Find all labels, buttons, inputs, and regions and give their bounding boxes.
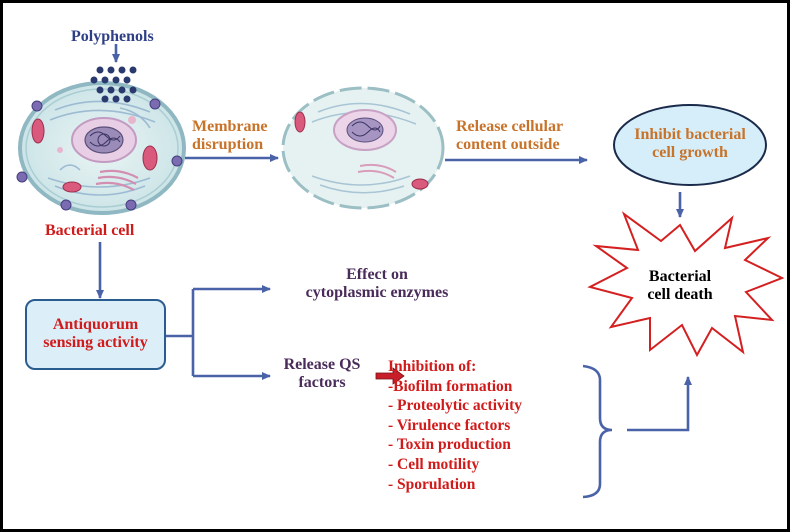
bacterial-death-label: Bacterial cell death (625, 268, 735, 304)
membrane-disruption-label: Membrane disruption (192, 118, 268, 154)
membrane-disruption-line-2: disruption (192, 136, 264, 153)
release-qs-line-1: Release QS (283, 356, 361, 373)
inhibition-title: Inhibition of: (388, 358, 477, 375)
inhibit-growth-node (613, 104, 767, 186)
arrows (96, 44, 692, 499)
polyphenols-label: Polyphenols (71, 28, 154, 45)
cell-death-starburst (587, 211, 785, 358)
antiquorum-line-2: sensing activity (43, 334, 148, 351)
bacterial-cell-disrupted (281, 86, 445, 210)
inhibit-growth-line-1: Inhibit bacterial (634, 126, 746, 143)
inhibition-item: - Proteolytic activity (388, 397, 522, 415)
effect-enzymes-label: Effect on cytoplasmic enzymes (272, 266, 482, 302)
antiquorum-node (25, 299, 166, 370)
release-content-line-2: content outside (456, 136, 560, 153)
inhibition-item: - Sporulation (388, 475, 476, 493)
membrane-disruption-line-1: Membrane (192, 118, 268, 135)
inhibition-item: -Biofilm formation (388, 377, 513, 395)
bacterial-death-line-1: Bacterial (648, 268, 712, 285)
polyphenol-molecules (90, 66, 137, 103)
bacterial-death-line-2: cell death (647, 286, 713, 303)
release-qs-line-2: factors (298, 374, 346, 391)
release-qs-label: Release QS factors (272, 356, 372, 392)
inhibition-item: - Virulence factors (388, 416, 511, 434)
release-content-label: Release cellular content outside (456, 118, 563, 154)
inhibition-item: - Toxin production (388, 436, 511, 454)
inhibit-growth-label: Inhibit bacterial cell growth (614, 126, 766, 162)
antiquorum-label: Antiquorum sensing activity (26, 316, 165, 352)
release-content-line-1: Release cellular (456, 118, 564, 135)
bacterial-cell-intact (16, 81, 186, 215)
effect-enzymes-line-2: cytoplasmic enzymes (305, 284, 449, 301)
inhibit-growth-line-2: cell growth (652, 144, 728, 161)
release-qs-arrow (375, 367, 405, 385)
inhibition-item: - Cell motility (388, 455, 480, 473)
bacterial-cell-label: Bacterial cell (45, 222, 135, 239)
effect-enzymes-line-1: Effect on (346, 266, 408, 283)
antiquorum-line-1: Antiquorum (52, 316, 139, 333)
inhibition-list: Inhibition of: -Biofilm formation - Prot… (388, 357, 593, 494)
